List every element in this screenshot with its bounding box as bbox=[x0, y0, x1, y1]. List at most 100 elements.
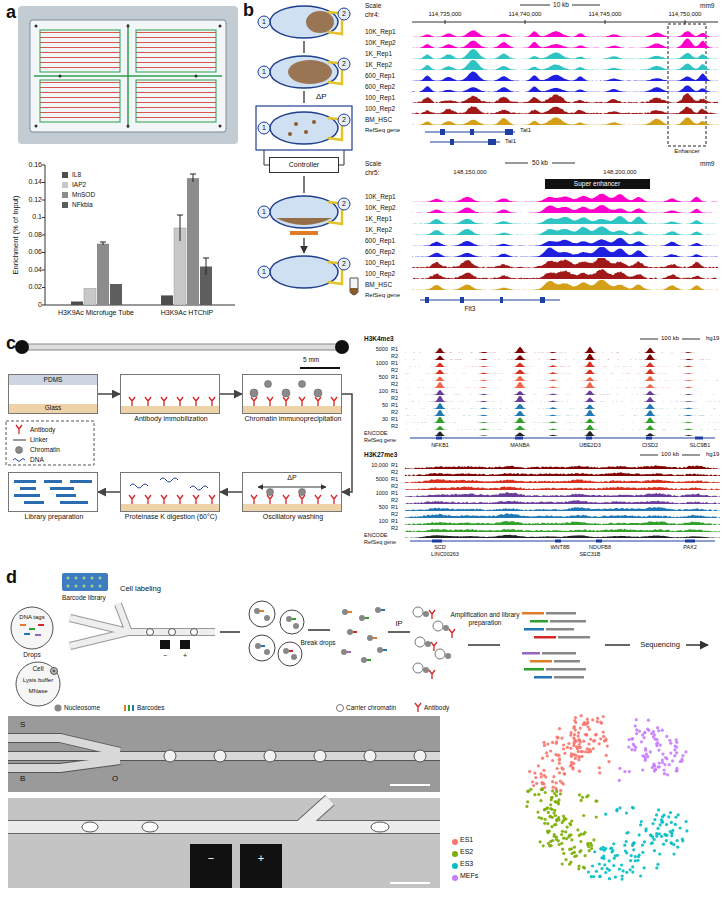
legend-swatch bbox=[62, 182, 68, 188]
scatter-point bbox=[631, 844, 634, 847]
scatter-point bbox=[591, 864, 594, 867]
scatter-point bbox=[652, 822, 655, 825]
workflow-illustration bbox=[415, 703, 421, 712]
track-header: Scale bbox=[365, 160, 381, 168]
scatter-point bbox=[664, 834, 667, 837]
genome-browser bbox=[470, 129, 474, 135]
track-name: RefSeq gene bbox=[365, 292, 405, 299]
scatter-point bbox=[555, 742, 558, 745]
scatter-point bbox=[587, 794, 590, 797]
workflow-illustration bbox=[83, 585, 86, 588]
workflow-illustration bbox=[254, 608, 260, 614]
inlet-label: S bbox=[20, 720, 25, 730]
port-number: 2 bbox=[342, 116, 346, 124]
signal-track bbox=[405, 403, 720, 409]
workflow-illustration bbox=[91, 577, 94, 580]
workflow-illustration bbox=[433, 621, 443, 631]
chip-schematic bbox=[258, 196, 350, 228]
workflow-illustration bbox=[99, 585, 102, 588]
scatter-point bbox=[669, 830, 672, 833]
replicate: R2 bbox=[391, 423, 398, 430]
scatter-point bbox=[587, 725, 590, 728]
scatter-point bbox=[631, 806, 634, 809]
scatter-point bbox=[575, 740, 578, 743]
scatter-point bbox=[568, 848, 571, 851]
scatter-point bbox=[595, 816, 598, 819]
process-illustration bbox=[265, 381, 272, 388]
replicate: R1 bbox=[391, 462, 398, 469]
track-name: 100_Rep1 bbox=[365, 259, 395, 267]
replicate: R1 bbox=[391, 416, 398, 423]
signal-track bbox=[405, 410, 720, 416]
signal-track bbox=[412, 226, 718, 235]
scatter-point bbox=[657, 765, 660, 768]
process-illustration bbox=[209, 495, 215, 504]
scatter-point bbox=[561, 830, 564, 833]
track-name: ENCODE bbox=[364, 430, 388, 437]
workflow-illustration bbox=[546, 612, 576, 615]
bar-chart bbox=[84, 288, 96, 305]
process-illustration bbox=[251, 495, 257, 504]
scatter-point bbox=[598, 875, 601, 878]
scatter-point bbox=[578, 770, 581, 773]
signal-track bbox=[412, 247, 718, 257]
replicate: R1 bbox=[391, 402, 398, 409]
micrograph bbox=[142, 822, 158, 832]
scatter-point bbox=[635, 728, 638, 731]
process-illustration bbox=[50, 487, 74, 490]
scatter-point bbox=[541, 781, 544, 784]
scatter-point bbox=[555, 794, 558, 797]
scatter-point bbox=[679, 826, 682, 829]
chip-schematic bbox=[258, 56, 350, 88]
legend-swatch bbox=[62, 192, 68, 198]
scatter-point bbox=[679, 760, 682, 763]
scatter-point bbox=[529, 788, 532, 791]
legend-swatch bbox=[452, 875, 458, 881]
scatter-point bbox=[533, 772, 536, 775]
scatter-point bbox=[567, 742, 570, 745]
panel-letter: d bbox=[6, 567, 17, 589]
scatter-point bbox=[587, 742, 590, 745]
scatter-point bbox=[654, 768, 657, 771]
mark-name: H3K27me3 bbox=[364, 451, 397, 459]
scatter-point bbox=[573, 846, 576, 849]
workflow-illustration bbox=[280, 610, 304, 634]
genome-browser bbox=[586, 437, 592, 440]
scatter-point bbox=[560, 833, 563, 836]
port-number: 1 bbox=[262, 208, 266, 216]
chip-photo bbox=[40, 30, 120, 72]
legend-text: Chromatin bbox=[30, 446, 60, 454]
gene-name: SLC9B1 bbox=[690, 442, 711, 449]
workflow-illustration bbox=[55, 705, 62, 712]
workflow-illustration bbox=[147, 629, 198, 636]
micrograph bbox=[264, 750, 276, 762]
workflow-illustration bbox=[70, 604, 215, 646]
scatter-point bbox=[547, 811, 550, 814]
chip-schematic bbox=[294, 122, 298, 126]
track-name: BM_HSC bbox=[365, 116, 392, 124]
chip-schematic bbox=[258, 256, 350, 288]
chip-photo bbox=[127, 25, 130, 28]
workflow-illustration bbox=[75, 585, 78, 588]
track-header: Scale bbox=[365, 2, 381, 10]
workflow-illustration bbox=[283, 648, 289, 654]
workflow-illustration bbox=[449, 629, 455, 638]
scatter-point bbox=[549, 803, 552, 806]
process-illustration bbox=[299, 397, 305, 406]
scatter-point bbox=[674, 745, 677, 748]
scatter-point bbox=[598, 742, 601, 745]
scatter-point bbox=[581, 750, 584, 753]
signal-track bbox=[405, 382, 720, 388]
genome-browser bbox=[460, 297, 464, 303]
scatter-point bbox=[562, 819, 565, 822]
process-illustration bbox=[56, 494, 76, 497]
micrograph bbox=[390, 784, 430, 786]
replicate: R1 bbox=[391, 374, 398, 381]
cell-number: 10,000 bbox=[371, 462, 388, 469]
scatter-point bbox=[631, 865, 634, 868]
workflow-illustration bbox=[341, 649, 347, 655]
workflow-illustration bbox=[383, 649, 387, 651]
legend-frame bbox=[6, 421, 94, 465]
signal-track bbox=[405, 486, 720, 490]
